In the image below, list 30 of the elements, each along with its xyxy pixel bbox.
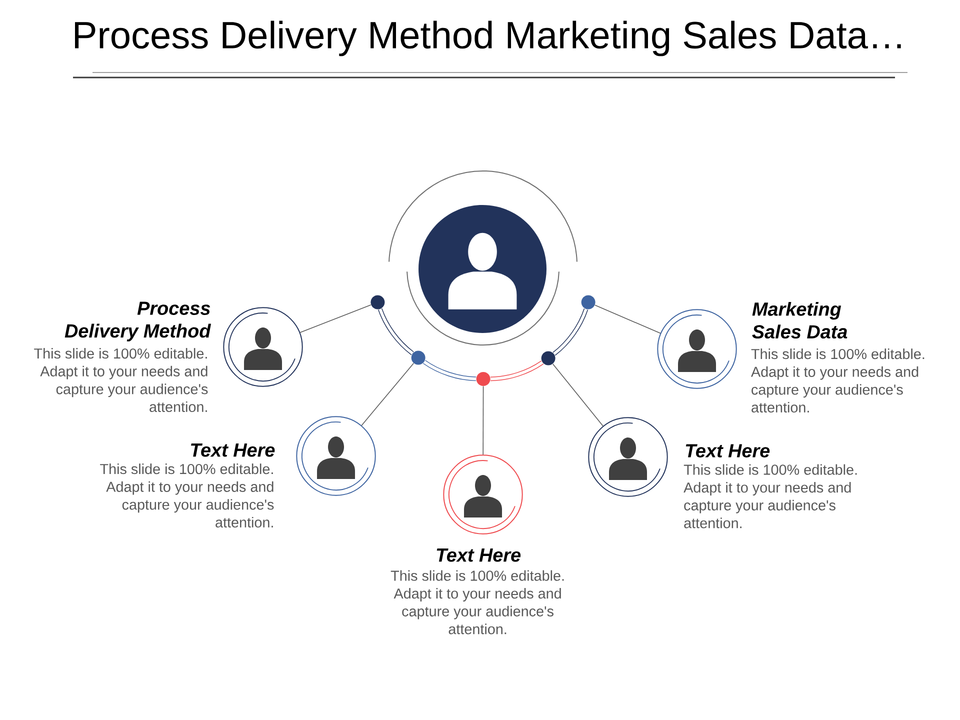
connector-dot bbox=[476, 372, 490, 386]
connector-dot bbox=[411, 350, 426, 365]
connector-dot bbox=[370, 295, 385, 310]
connector-line bbox=[361, 362, 414, 426]
ring bbox=[657, 309, 737, 389]
ring bbox=[296, 416, 376, 496]
arc-connector bbox=[490, 360, 544, 382]
connector-dot bbox=[581, 295, 596, 310]
heading: Process Delivery Method bbox=[64, 302, 212, 342]
description-text: This slide is 100% editable. Adapt it to your needs and capture your audience's attention. bbox=[390, 570, 564, 634]
connector-line bbox=[482, 386, 484, 456]
arc-connector bbox=[423, 360, 476, 382]
arc-connector bbox=[378, 308, 414, 356]
heading: Marketing Sales Data bbox=[752, 302, 848, 339]
description-text: This slide is 100% editable. Adapt it to your needs and capture your audience's attention. bbox=[100, 464, 274, 528]
description-text: This slide is 100% editable. Adapt it to your needs and capture your audience's attention. bbox=[34, 348, 208, 412]
ring bbox=[588, 417, 668, 497]
connector-line bbox=[594, 304, 661, 334]
description-text: This slide is 100% editable. Adapt it to your needs and capture your audience's attention. bbox=[751, 348, 924, 413]
ring bbox=[443, 454, 523, 534]
heading: Text Here bbox=[436, 548, 521, 562]
connector-line bbox=[300, 304, 372, 333]
arc-connector bbox=[552, 308, 588, 356]
connector-dot bbox=[541, 351, 556, 366]
description-text: This slide is 100% editable. Adapt it to your needs and capture your audience's attention. bbox=[684, 464, 857, 528]
heading: Text Here bbox=[686, 444, 770, 458]
ring bbox=[223, 307, 303, 387]
title: Process Delivery Method Marketing Sales Data… bbox=[75, 20, 901, 56]
heading: Text Here bbox=[191, 444, 275, 457]
connector-line bbox=[552, 364, 604, 426]
